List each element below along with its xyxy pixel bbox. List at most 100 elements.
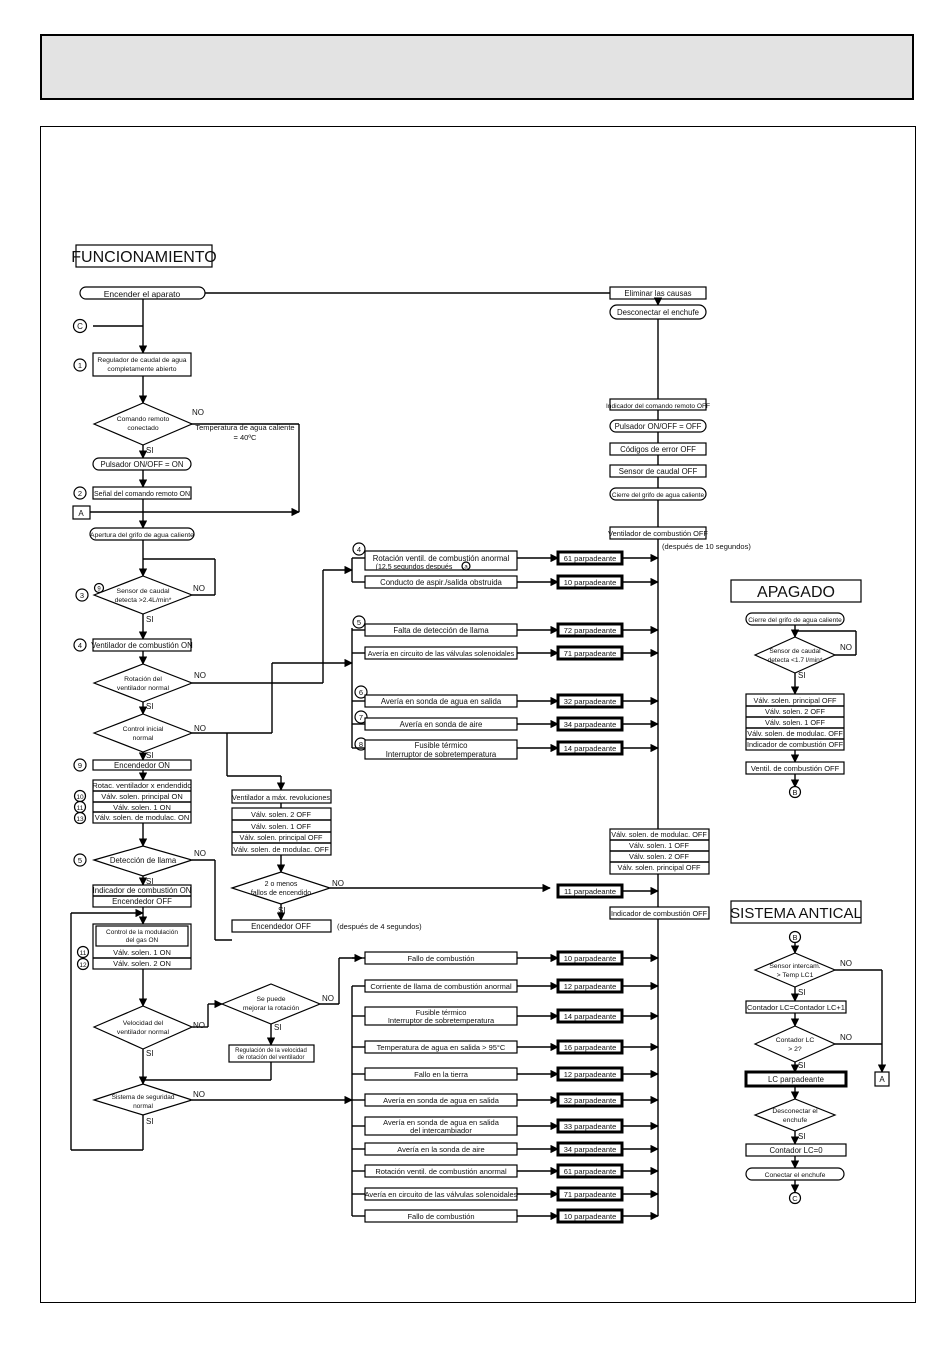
lower-fault-code: 33 parpadeante: [564, 1122, 617, 1131]
lower-fault-code: 10 parpadeante: [564, 1212, 617, 1221]
velocidad-line-2: ventilador normal: [117, 1029, 170, 1036]
si-label: SI: [798, 671, 806, 680]
fault-upper-group: 4 Rotación ventil. de combustión anormal…: [352, 542, 659, 899]
fallos-line-2: fallos de encendido: [251, 890, 311, 897]
lower-fault-code: 34 parpadeante: [564, 1145, 617, 1154]
temp-nota-2: = 40ºC: [234, 433, 258, 442]
encendedor-on-label: Encendedor ON: [114, 761, 170, 770]
fallos-line-1: 2 o menos: [265, 881, 298, 888]
lower-fault-code: 71 parpadeante: [564, 1190, 617, 1199]
apagado-stack-2: Válv. solen. 2 OFF: [765, 707, 825, 716]
conectar-label: Conectar el enchufe: [765, 1172, 826, 1179]
si-label: SI: [146, 446, 154, 455]
mejorar-line-2: mejorar la rotación: [243, 1005, 300, 1012]
svg-text:10: 10: [76, 794, 84, 801]
antical-desconectar-2: enchufe: [783, 1117, 807, 1124]
svg-text:6: 6: [359, 688, 363, 697]
lower-fault-code: 12 parpadeante: [564, 1070, 617, 1079]
velocidad-line-1: Velocidad del: [123, 1020, 164, 1027]
svg-text:a: a: [464, 565, 468, 571]
llama-stack-2: Encendedor OFF: [112, 897, 172, 906]
modulacion-stack-4: Válv. solen. 2 ON: [113, 959, 171, 968]
node-rotac-stack: Rotac. ventilador x endendido Válv. sole…: [73, 779, 192, 825]
sensor-caudal-line-1: Sensor de caudal: [117, 588, 170, 595]
no-label: NO: [840, 643, 852, 652]
pulsador-off-label: Pulsador ON/OFF = OFF: [615, 422, 702, 431]
encendedor-off-label: Encendedor OFF: [251, 922, 311, 931]
no-label: NO: [194, 671, 206, 680]
node-encendedor-on: 9 Encendedor ON: [73, 758, 192, 772]
node-ventilador-on: 4 Ventilador de combustión ON: [73, 638, 193, 652]
fault-14-sub: Interruptor de sobretemperatura: [386, 750, 497, 759]
max-stack-4: Válv. solen. de modulac. OFF: [233, 845, 329, 854]
seguridad-line-2: normal: [133, 1103, 153, 1110]
svg-text:3: 3: [80, 591, 84, 600]
apagado-stack-3: Válv. solen. 1 OFF: [765, 718, 825, 727]
despues-4-label: (después de 4 segundos): [337, 922, 422, 931]
code-72: 72 parpadeante: [564, 626, 617, 635]
sistema-antical-label: SISTEMA ANTICAL: [730, 905, 862, 922]
ventilador-max-label: Ventilador a máx. revoluciones: [232, 793, 330, 802]
code-71: 71 parpadeante: [564, 649, 617, 658]
svg-text:12: 12: [79, 962, 87, 969]
apagado-stack-1: Válv. solen. principal OFF: [754, 696, 838, 705]
despues-10-label: (después de 10 segundos): [662, 542, 751, 551]
code-61: 61 parpadeante: [564, 554, 617, 563]
connector-c-label: C: [77, 322, 83, 331]
contador-check-line-1: Contador LC: [776, 1037, 815, 1044]
code-10: 10 parpadeante: [564, 578, 617, 587]
indicador-comb-off-label: Indicador de combustión OFF: [611, 909, 708, 918]
svg-text:7: 7: [359, 713, 363, 722]
rotacion-line-1: Rotación del: [124, 676, 162, 683]
control-inicial-line-1: Control inicial: [123, 726, 164, 733]
antical-b-label: B: [792, 933, 797, 942]
svg-text:5: 5: [357, 618, 361, 627]
no-label: NO: [840, 959, 852, 968]
svg-text:1: 1: [78, 361, 82, 370]
no-label: NO: [193, 1090, 205, 1099]
llama-stack-1: Indicador de combustión ON: [93, 886, 192, 895]
lower-fault-label: Fallo en la tierra: [414, 1070, 469, 1079]
regulacion-line-1: Regulación de la velocidad: [235, 1048, 307, 1054]
code-34: 34 parpadeante: [564, 720, 617, 729]
max-stack-3: Válv. solen. principal OFF: [240, 833, 324, 842]
ventilador-on-label: Ventilador de combustión ON: [91, 641, 192, 650]
code-32: 32 parpadeante: [564, 697, 617, 706]
svg-text:11: 11: [80, 950, 87, 957]
decision-rotacion-normal: Rotación del ventilador normal NO SI: [92, 663, 206, 711]
lower-fault-label: Corriente de llama de combustión anormal: [370, 982, 512, 991]
eliminar-label: Eliminar las causas: [624, 289, 691, 298]
apagado-stack-4: Válv. solen. de modulac. OFF: [747, 729, 843, 738]
apagado-ventil-off-label: Ventil. de combustión OFF: [751, 764, 840, 773]
svg-text:9: 9: [78, 761, 82, 770]
connector-a: A: [72, 505, 91, 520]
main-connectors: [70, 299, 551, 1216]
si-label: SI: [146, 751, 154, 760]
lower-fault-sub: Interruptor de sobretemperatura: [388, 1016, 495, 1025]
fault-34-label: Avería en sonda de aire: [400, 720, 483, 729]
rotac-stack-1: Rotac. ventilador x endendido: [92, 781, 191, 790]
fault-32-label: Avería en sonda de agua en salida: [381, 697, 502, 706]
lower-fault-code: 16 parpadeante: [564, 1043, 617, 1052]
decision-fallos-encendido: 2 o menos fallos de encendido NO SI: [230, 871, 344, 915]
node-regulacion: Regulación de la velocidad de rotación d…: [228, 1044, 315, 1063]
no-label: NO: [194, 849, 206, 858]
lower-fault-label: Avería en sonda de agua en salida: [383, 1118, 500, 1127]
no-label: NO: [332, 879, 344, 888]
senal-remoto-label: Señal del comando remoto ON: [94, 491, 190, 498]
max-stack-2: Válv. solen. 1 OFF: [251, 822, 311, 831]
right-valv-3: Válv. solen. 2 OFF: [629, 852, 689, 861]
no-label: NO: [193, 1021, 205, 1030]
contador-inc-label: Contador LC=Contador LC+1: [747, 1003, 845, 1012]
section-title-sistema-antical: SISTEMA ANTICAL: [730, 900, 862, 924]
temp-nota-1: Temperatura de agua caliente: [195, 423, 294, 432]
no-label: NO: [192, 408, 204, 417]
node-ventilador-max: Ventilador a máx. revoluciones: [231, 789, 332, 804]
svg-text:11: 11: [77, 805, 84, 812]
decision-comando-remoto: Comando remoto conectado NO SI Temperatu…: [92, 402, 295, 455]
sensor-caudal-line-2: detecta >2.4L/min*: [115, 597, 172, 604]
lower-fault-label: Avería en circuito de las válvulas solen…: [365, 1190, 518, 1199]
decision-mejorar-rotacion: Se puede mejorar la rotación NO SI: [220, 983, 334, 1032]
regulador-line-2: completamente abierto: [107, 366, 176, 373]
